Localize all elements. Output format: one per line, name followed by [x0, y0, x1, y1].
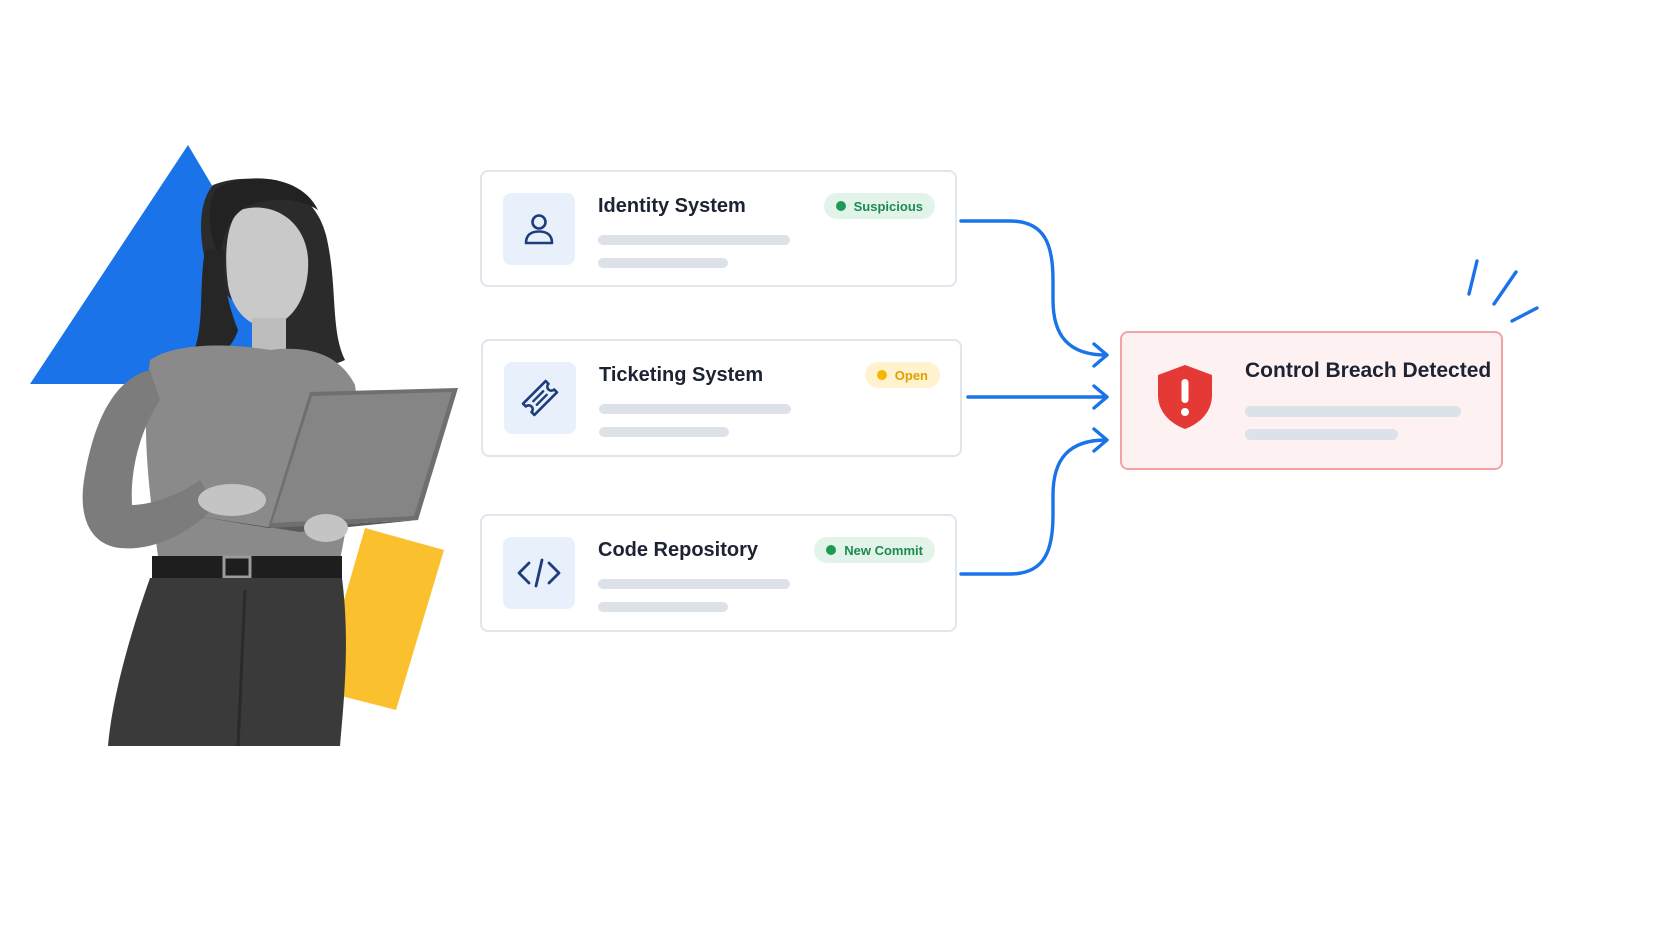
icon-tile [503, 537, 575, 609]
trousers-shape [108, 578, 346, 746]
shield-alert-icon [1158, 365, 1212, 429]
connector-arrow-identity [959, 219, 1108, 357]
card-title: Code Repository [598, 539, 759, 561]
placeholder-line [599, 427, 729, 437]
arrowhead-icon [1092, 384, 1109, 410]
alert-burst-line [1467, 259, 1479, 296]
yellow-block-shape [318, 528, 444, 710]
icon-tile [504, 362, 576, 434]
status-badge-label: Open [894, 367, 928, 383]
placeholder-line [1245, 406, 1461, 417]
status-badge-label: New Commit [844, 542, 923, 558]
alert-burst-line [1510, 306, 1539, 323]
status-dot-icon [876, 370, 887, 380]
icon-tile [503, 193, 575, 265]
source-card-ticketing[interactable]: Ticketing System Open [481, 339, 962, 457]
status-dot-icon [835, 201, 846, 211]
alert-card-control-breach[interactable]: Control Breach Detected [1120, 331, 1503, 470]
connector-arrow-code [959, 438, 1108, 576]
placeholder-line [598, 602, 728, 612]
placeholder-line [1245, 429, 1398, 440]
placeholder-line [598, 235, 790, 245]
alert-title: Control Breach Detected [1245, 359, 1492, 382]
card-title: Identity System [598, 195, 746, 217]
source-card-identity[interactable]: Identity System Suspicious [480, 170, 957, 287]
placeholder-line [598, 258, 728, 268]
status-badge: Open [864, 362, 940, 388]
card-title: Ticketing System [599, 364, 764, 386]
source-card-code[interactable]: Code Repository New Commit [480, 514, 957, 632]
status-dot-icon [826, 545, 837, 555]
ticket-icon [521, 379, 559, 417]
status-badge: Suspicious [823, 193, 935, 219]
person-illustration [30, 145, 458, 747]
alert-burst-line [1492, 270, 1518, 306]
user-icon [524, 214, 554, 245]
code-icon [517, 558, 561, 588]
placeholder-line [599, 404, 791, 414]
arrowhead-icon [1092, 427, 1109, 453]
arrowhead-icon [1092, 342, 1109, 368]
status-badge-label: Suspicious [853, 198, 923, 214]
face-shape [226, 207, 309, 327]
placeholder-line [598, 579, 790, 589]
status-badge: New Commit [814, 537, 935, 563]
